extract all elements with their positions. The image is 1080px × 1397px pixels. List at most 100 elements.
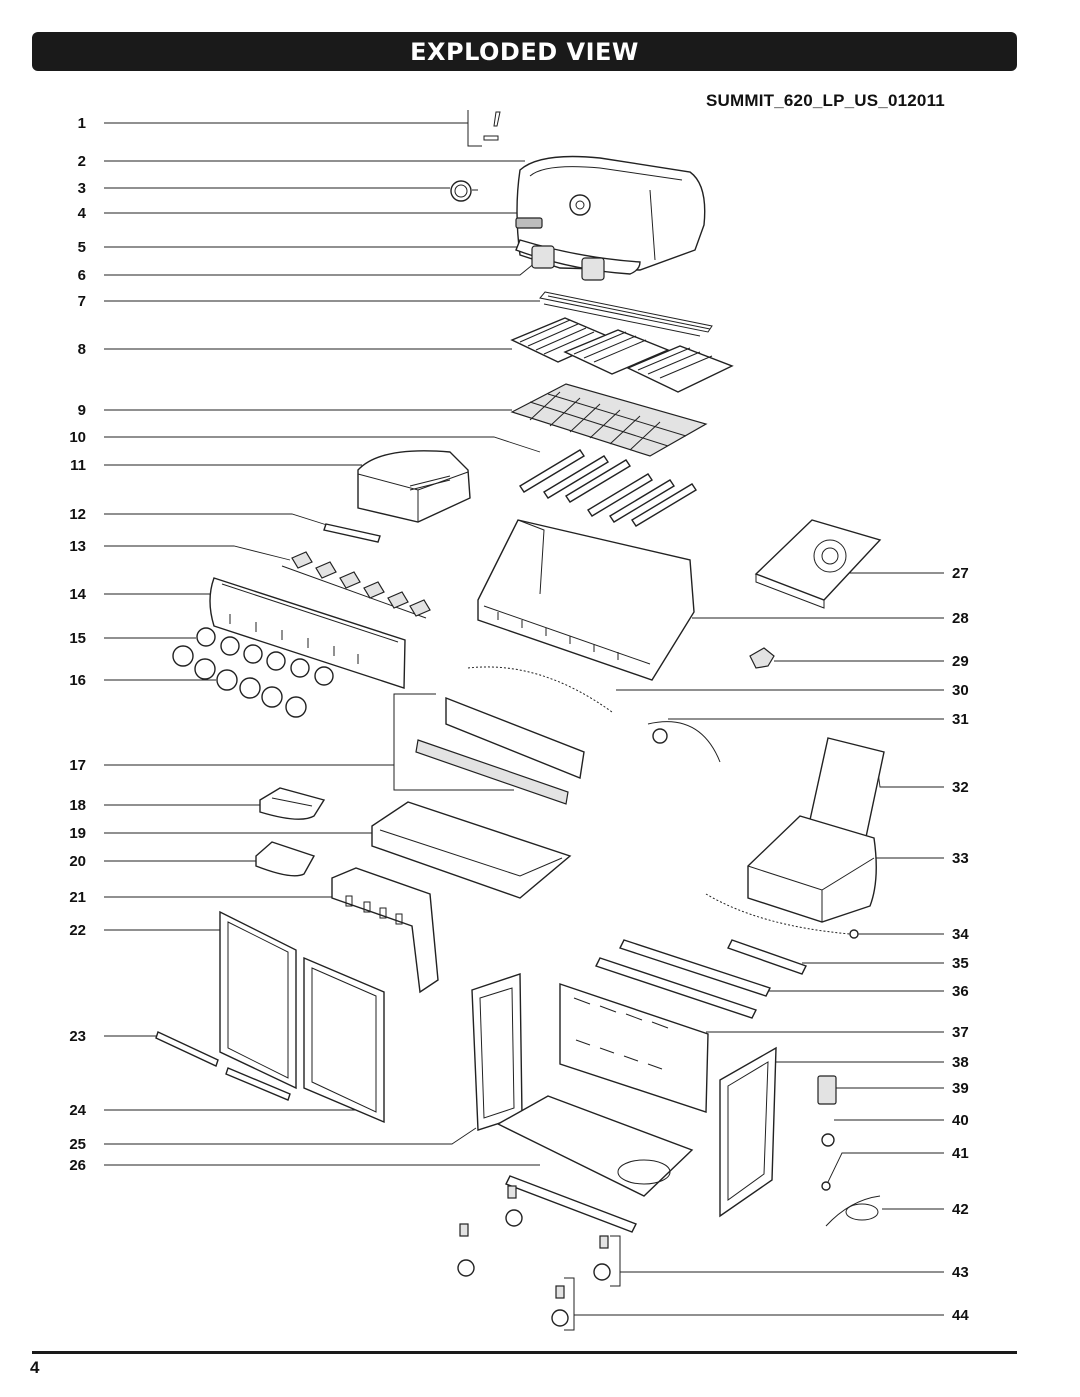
part-36-rails: [505, 939, 771, 1233]
callout-36: 36: [768, 983, 969, 1000]
part-5-6-handle: [515, 239, 641, 281]
callout-number: 36: [952, 983, 969, 1000]
callout-9: 9: [78, 402, 512, 419]
callout-22: 22: [69, 922, 220, 939]
part-31-regulator: [647, 721, 721, 763]
callout-30: 30: [616, 682, 969, 699]
part-26-bottom-panel: [496, 1095, 694, 1197]
part-32-33-side-box: [747, 737, 885, 923]
part-28-cook-box: [477, 519, 695, 681]
part-3-thermometer: [450, 180, 478, 202]
callout-number: 24: [69, 1102, 86, 1119]
callout-31: 31: [668, 711, 969, 728]
part-13-valves: [281, 551, 431, 619]
part-18-tray: [259, 787, 326, 820]
callout-32: 32: [875, 755, 969, 796]
callout-number: 19: [69, 825, 86, 842]
page-title: EXPLODED VIEW: [410, 37, 639, 66]
callout-24: 24: [69, 1102, 368, 1119]
part-21-side-panel: [331, 867, 439, 994]
callout-number: 34: [952, 926, 969, 943]
part-12-crossover: [323, 523, 381, 543]
callout-29: 29: [774, 653, 969, 670]
callout-37: 37: [706, 1024, 969, 1041]
callout-26: 26: [69, 1157, 540, 1174]
part-43-44-casters: [457, 1185, 621, 1331]
leader-line: [875, 755, 944, 788]
callout-number: 39: [952, 1080, 969, 1097]
part-29-valve: [749, 647, 775, 669]
part-27-side-burner: [754, 519, 882, 609]
callout-44: 44: [574, 1307, 969, 1324]
callout-number: 13: [69, 538, 86, 555]
callout-18: 18: [69, 797, 262, 814]
callout-number: 22: [69, 922, 86, 939]
callout-number: 23: [69, 1028, 86, 1045]
parts-illustration: [155, 110, 885, 1331]
part-11-smoker: [357, 450, 471, 523]
callout-number: 20: [69, 853, 86, 870]
callout-number: 33: [952, 850, 969, 867]
header-banner: EXPLODED VIEW: [32, 32, 1017, 71]
callout-number: 29: [952, 653, 969, 670]
part-10-burner-tubes: [519, 449, 697, 527]
callout-4: 4: [78, 205, 574, 222]
part-7-warming-rack: [539, 291, 713, 337]
leader-line: [104, 261, 537, 276]
callout-number: 17: [69, 757, 86, 774]
part-15-16-knobs: [172, 627, 334, 718]
part-22-doors: [219, 910, 385, 1124]
callout-number: 44: [952, 1307, 969, 1324]
callout-43: 43: [620, 1264, 969, 1281]
callout-35: 35: [802, 955, 969, 972]
part-1-screws: [467, 110, 501, 147]
callout-19: 19: [69, 825, 374, 842]
callout-number: 38: [952, 1054, 969, 1071]
callout-11: 11: [70, 457, 362, 474]
callout-number: 8: [78, 341, 86, 358]
callout-2: 2: [78, 153, 525, 170]
callout-number: 31: [952, 711, 969, 728]
callout-number: 42: [952, 1201, 969, 1218]
callout-number: 14: [69, 586, 86, 603]
part-9-flavorizer-bars: [510, 383, 708, 457]
callout-40: 40: [834, 1112, 969, 1129]
part-23-handles: [155, 1031, 291, 1101]
callout-10: 10: [69, 429, 541, 453]
callout-number: 25: [69, 1136, 86, 1153]
part-14-control-panel: [209, 577, 406, 689]
leader-line: [104, 513, 331, 527]
page-number: 4: [30, 1358, 40, 1377]
callout-12: 12: [69, 506, 331, 527]
part-35-bracket: [727, 939, 807, 975]
callout-38: 38: [776, 1054, 969, 1071]
callout-33: 33: [876, 850, 969, 867]
callout-20: 20: [69, 853, 258, 870]
callout-number: 16: [69, 672, 86, 689]
part-20-drip-tray: [255, 841, 316, 877]
callout-27: 27: [842, 565, 969, 582]
callout-number: 35: [952, 955, 969, 972]
leader-line: [104, 1127, 477, 1145]
callout-17: 17: [69, 757, 394, 774]
leader-line: [104, 436, 541, 453]
callout-number: 4: [78, 205, 87, 222]
part-39-42-igniter: [817, 1075, 881, 1227]
callout-number: 41: [952, 1145, 969, 1162]
callout-23: 23: [69, 1028, 158, 1045]
part-37-back-panel: [559, 983, 709, 1113]
callout-number: 32: [952, 779, 969, 796]
callout-21: 21: [69, 889, 332, 906]
callout-41: 41: [827, 1145, 969, 1183]
callout-number: 40: [952, 1112, 969, 1129]
callout-layer: 1234567891011121314151617181920212223242…: [69, 115, 969, 1324]
footer-rule: [32, 1351, 1017, 1354]
callout-5: 5: [78, 239, 520, 256]
callout-number: 6: [78, 267, 86, 284]
callout-8: 8: [78, 341, 512, 358]
callout-3: 3: [78, 180, 450, 197]
callout-number: 7: [78, 293, 86, 310]
callout-13: 13: [69, 538, 291, 561]
callout-39: 39: [836, 1080, 969, 1097]
